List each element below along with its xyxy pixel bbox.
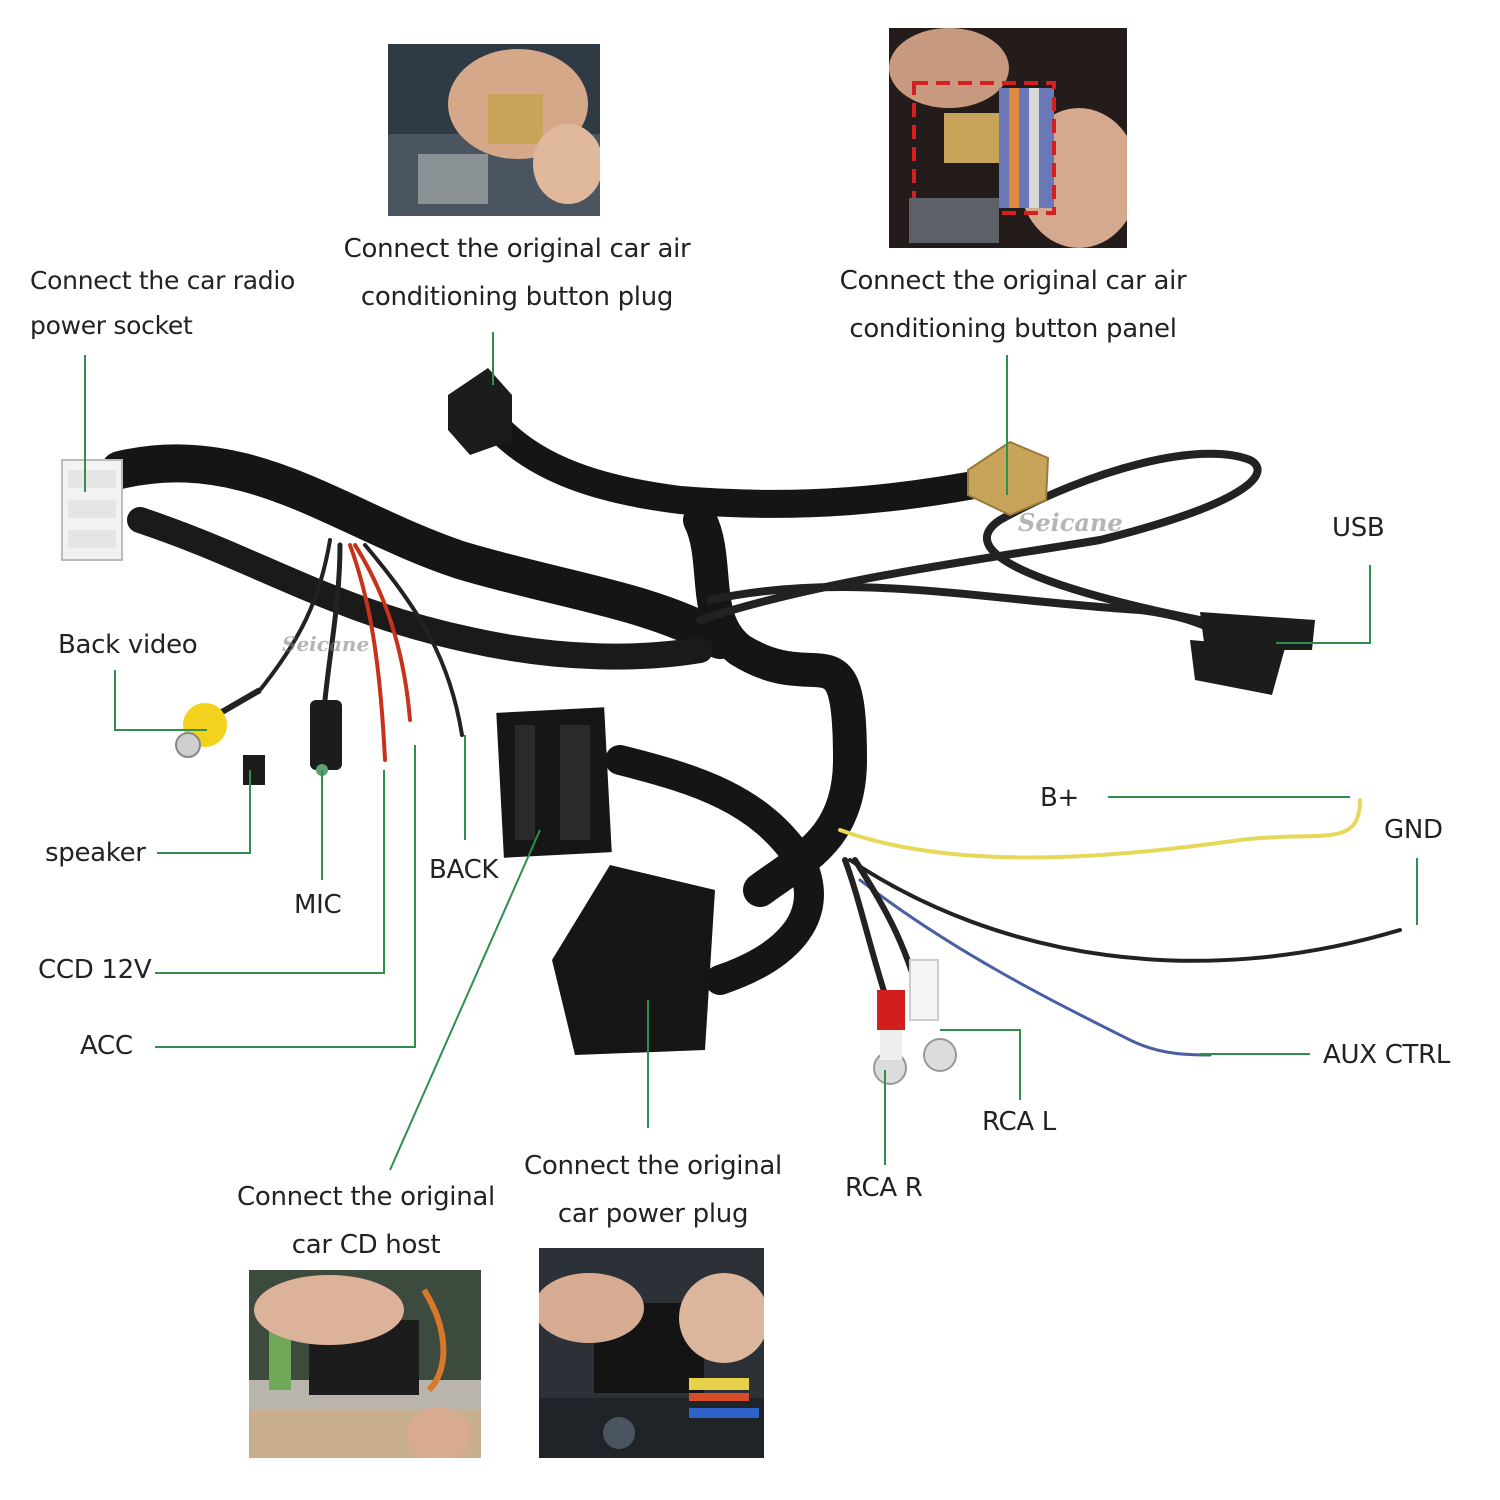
label-mic: MIC	[294, 890, 342, 920]
speaker-plug	[243, 755, 265, 785]
label-b-plus: B+	[1040, 783, 1080, 813]
label-ac-button-panel: Connect the original car air conditionin…	[828, 257, 1198, 353]
power-plug-connector	[552, 865, 715, 1055]
watermark-top: Seicane	[1018, 508, 1123, 537]
label-rca-l: RCA L	[982, 1107, 1056, 1137]
label-cd-host-line2: car CD host	[291, 1230, 441, 1260]
leader-acc	[155, 745, 416, 1048]
rca-r-red	[873, 990, 907, 1085]
usb-connectors	[1190, 612, 1315, 695]
label-acc: ACC	[80, 1031, 133, 1061]
label-gnd: GND	[1384, 815, 1443, 845]
label-radio-power-socket-line1: Connect the car radio	[30, 266, 295, 295]
label-usb: USB	[1332, 513, 1385, 543]
cd-host-photo	[249, 1270, 481, 1458]
leader-lines	[84, 332, 1418, 1171]
label-radio-power-socket-line2: power socket	[30, 311, 193, 340]
back-video-rca-yellow	[175, 687, 262, 758]
label-rca-r: RCA R	[845, 1173, 923, 1203]
label-back-video: Back video	[58, 630, 198, 660]
label-ac-button-plug: Connect the original car air conditionin…	[336, 225, 698, 321]
cd-host-connector	[496, 707, 612, 858]
leader-back-video	[114, 670, 207, 731]
watermark-left: Seicane	[282, 632, 370, 656]
ac-button-plug-connector	[448, 368, 512, 455]
leader-cd-host	[389, 829, 541, 1171]
label-ac-button-plug-line1: Connect the original car air	[343, 234, 691, 264]
mic-jack	[310, 700, 342, 776]
leader-rca-l	[940, 1029, 1021, 1100]
label-speaker: speaker	[45, 838, 146, 868]
label-cd-host: Connect the original car CD host	[226, 1173, 506, 1269]
cable-bundle	[101, 416, 1402, 1057]
label-back: BACK	[429, 855, 499, 885]
label-power-plug-line1: Connect the original	[524, 1151, 782, 1181]
radio-power-socket-connector	[61, 459, 123, 561]
air-conditioning-panel-photo	[889, 28, 1127, 248]
label-cd-host-line1: Connect the original	[237, 1182, 495, 1212]
label-power-plug-line2: car power plug	[557, 1199, 749, 1229]
label-radio-power-socket: Connect the car radio power socket	[30, 258, 295, 348]
power-plug-photo	[539, 1248, 764, 1458]
leader-speaker	[157, 770, 251, 854]
rca-l-white	[909, 959, 957, 1072]
label-ac-button-plug-line2: conditioning button plug	[360, 282, 674, 312]
label-power-plug: Connect the original car power plug	[514, 1142, 792, 1238]
leader-usb	[1276, 565, 1371, 644]
air-conditioning-plug-photo	[388, 44, 600, 216]
label-aux-ctrl: AUX CTRL	[1323, 1040, 1451, 1070]
label-ac-button-panel-line1: Connect the original car air	[839, 266, 1187, 296]
leader-ccd	[155, 770, 385, 974]
label-ac-button-panel-line2: conditioning button panel	[849, 314, 1177, 344]
label-ccd-12v: CCD 12V	[38, 955, 152, 985]
